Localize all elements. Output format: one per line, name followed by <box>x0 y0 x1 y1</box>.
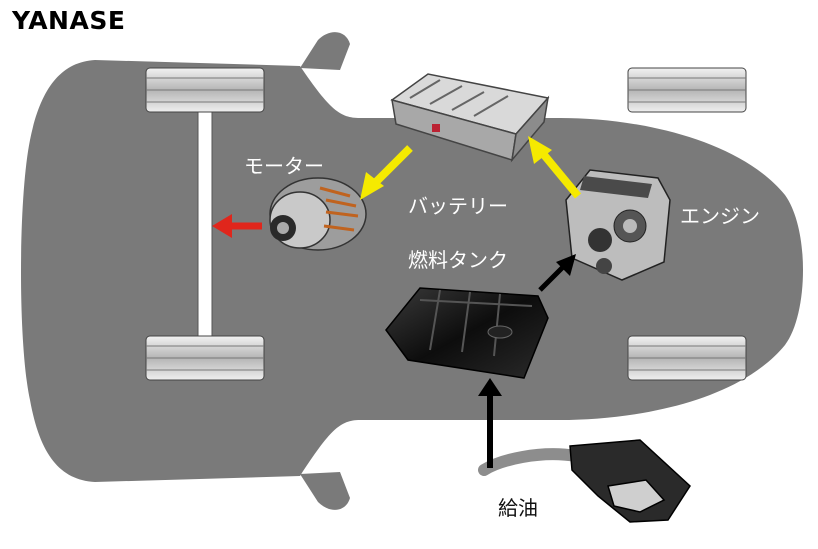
label-refuel: 給油 <box>498 496 538 520</box>
brand-logo: YANASE <box>12 6 126 35</box>
mirror-right <box>300 472 350 510</box>
motor-image <box>269 177 367 251</box>
arrow-refuel-to-tank <box>478 378 502 468</box>
rear-axle <box>197 101 213 343</box>
arrow-tank-to-engine <box>538 254 576 292</box>
battery-image <box>390 73 550 163</box>
arrow-motor-to-axle <box>212 214 262 238</box>
tire-rear-top <box>145 67 265 113</box>
tire-front-bottom <box>627 335 747 381</box>
label-fuel-tank: 燃料タンク <box>408 248 508 272</box>
arrow-engine-to-battery <box>528 136 582 199</box>
mirror-left <box>300 32 350 70</box>
label-engine: エンジン <box>680 204 760 228</box>
tire-front-top <box>627 67 747 113</box>
fuel-tank-image <box>385 287 549 379</box>
label-motor: モーター <box>244 154 324 178</box>
arrow-battery-to-motor <box>360 145 413 200</box>
label-battery: バッテリー <box>408 194 508 218</box>
fuel-nozzle-image <box>478 439 691 523</box>
engine-image <box>565 169 671 281</box>
tire-rear-bottom <box>145 335 265 381</box>
